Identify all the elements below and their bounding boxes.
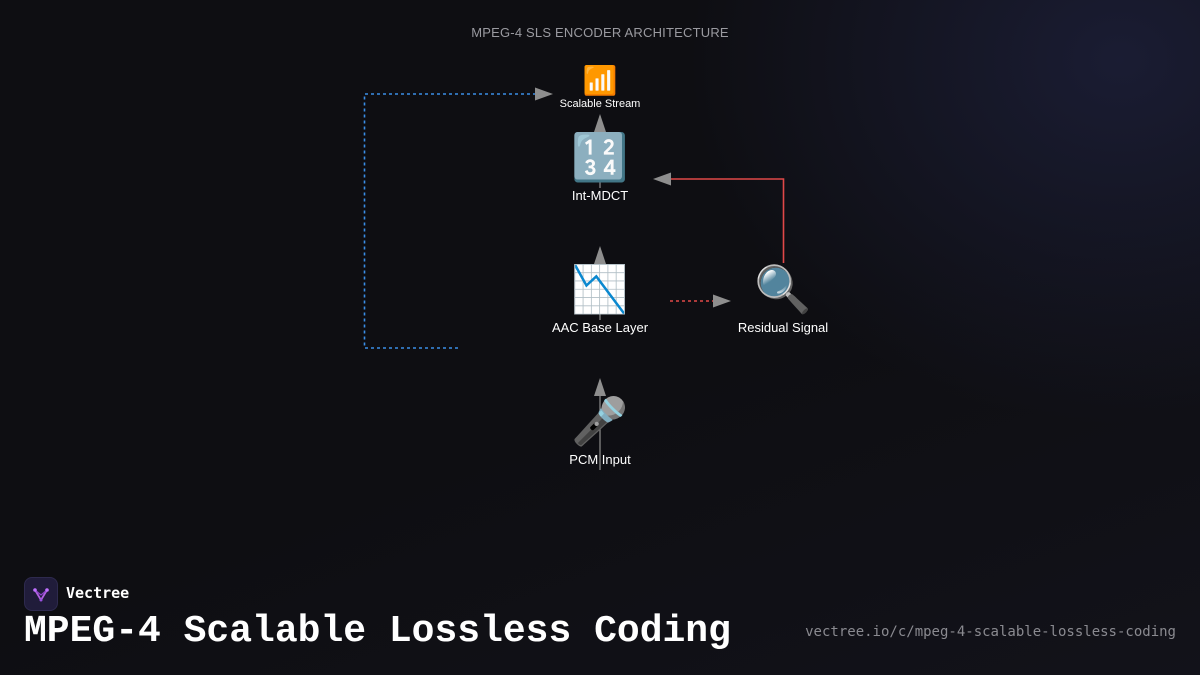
node-scalable-stream: 📶 Scalable Stream [540,65,660,111]
arrowhead-mdct-to-stream [594,114,606,132]
page-url[interactable]: vectree.io/c/mpeg-4-scalable-lossless-co… [805,624,1176,640]
arrowhead-pcm-to-aac [594,378,606,396]
node-label-pcm-input: PCM Input [569,452,631,467]
edge-residual-to-mdct [670,178,785,263]
node-aac-base-layer: 📉 AAC Base Layer [530,266,670,335]
arrowhead-bypass-to-stream [535,87,553,101]
numbers-keycap-icon: 🔢 [571,131,629,183]
node-label-residual-signal: Residual Signal [737,320,829,335]
node-pcm-input: 🎤 PCM Input [540,398,660,467]
node-int-mdct: 🔢 Int-MDCT [540,134,660,203]
arrowhead-aac-to-residual [713,294,731,308]
node-residual-signal: 🔍 Residual Signal [713,266,853,335]
magnifier-icon: 🔍 [754,263,812,315]
arrowhead-aac-to-mdct [594,246,606,264]
page-title: MPEG-4 Scalable Lossless Coding [24,610,731,653]
node-label-int-mdct: Int-MDCT [571,188,629,203]
arrowhead-residual-to-mdct [653,172,671,186]
edge-bypass-to-stream [363,93,536,349]
node-label-scalable-stream: Scalable Stream [559,98,641,110]
brand-name: Vectree [66,584,130,602]
node-label-aac-base-layer: AAC Base Layer [551,320,649,335]
chart-decreasing-icon: 📉 [571,263,629,315]
antenna-bars-icon: 📶 [582,65,618,96]
microphone-icon: 🎤 [571,395,629,447]
brand-logo-icon [24,577,58,611]
diagram-title: MPEG-4 SLS ENCODER ARCHITECTURE [471,25,729,40]
